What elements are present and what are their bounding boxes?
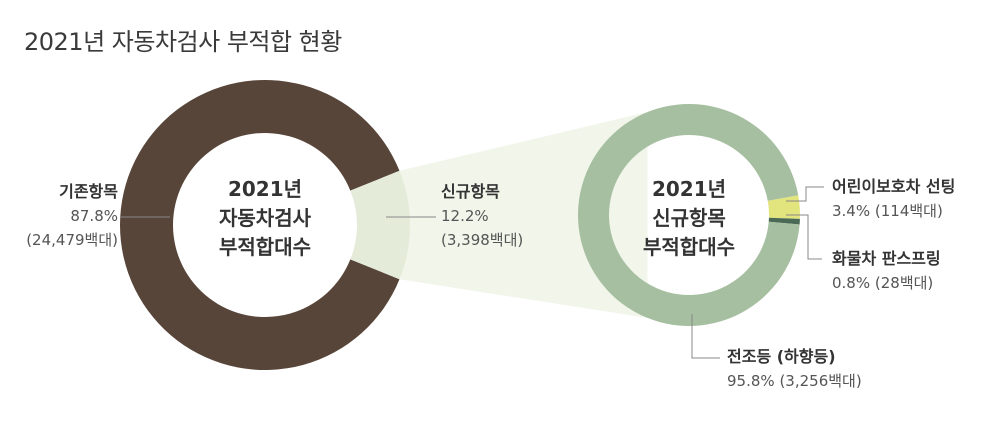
leader-headlamp	[691, 314, 720, 359]
label-leaf-spring-count: (28백대)	[875, 274, 933, 292]
chart-title: 2021년 자동차검사 부적합 현황	[24, 28, 342, 56]
label-headlamp-count: (3,256백대)	[779, 372, 861, 390]
label-tint-count: (114백대)	[875, 202, 943, 220]
slice-existing-items	[119, 80, 400, 371]
label-new-count: (3,398백대)	[441, 231, 523, 249]
slice-cargo-leaf-spring	[768, 217, 800, 225]
label-new-name: 신규항목	[441, 182, 500, 201]
connector-band	[399, 112, 648, 318]
label-tint-percent: 3.4%	[832, 202, 870, 220]
label-existing-name: 기존항목	[59, 182, 118, 201]
label-leaf-spring-percent: 0.8%	[832, 274, 870, 292]
label-headlamp-percent: 95.8%	[727, 372, 775, 390]
label-headlamp-name: 전조등 (하향등)	[727, 347, 836, 366]
label-tint-name: 어린이보호차 선팅	[832, 177, 955, 196]
left-center-line2: 자동차검사	[219, 206, 312, 230]
label-leaf-spring-value: 0.8% (28백대)	[832, 274, 933, 292]
left-center-line3: 부적합대수	[219, 235, 311, 259]
label-existing-percent: 87.8%	[70, 207, 118, 225]
label-existing-count: (24,479백대)	[26, 231, 118, 249]
right-center-line1: 2021년	[652, 177, 726, 201]
slice-new-items	[350, 170, 411, 280]
label-leaf-spring-name: 화물차 판스프링	[832, 249, 941, 268]
donut-existing	[119, 80, 411, 371]
label-tint-value: 3.4% (114백대)	[832, 202, 943, 220]
leader-leaf-spring	[786, 214, 822, 260]
right-center-line2: 신규항목	[652, 206, 726, 230]
label-new-percent: 12.2%	[441, 207, 489, 225]
right-center-line3: 부적합대수	[643, 235, 735, 259]
label-headlamp-value: 95.8% (3,256백대)	[727, 372, 862, 390]
left-center-line1: 2021년	[228, 177, 302, 201]
leader-tint	[786, 186, 824, 202]
